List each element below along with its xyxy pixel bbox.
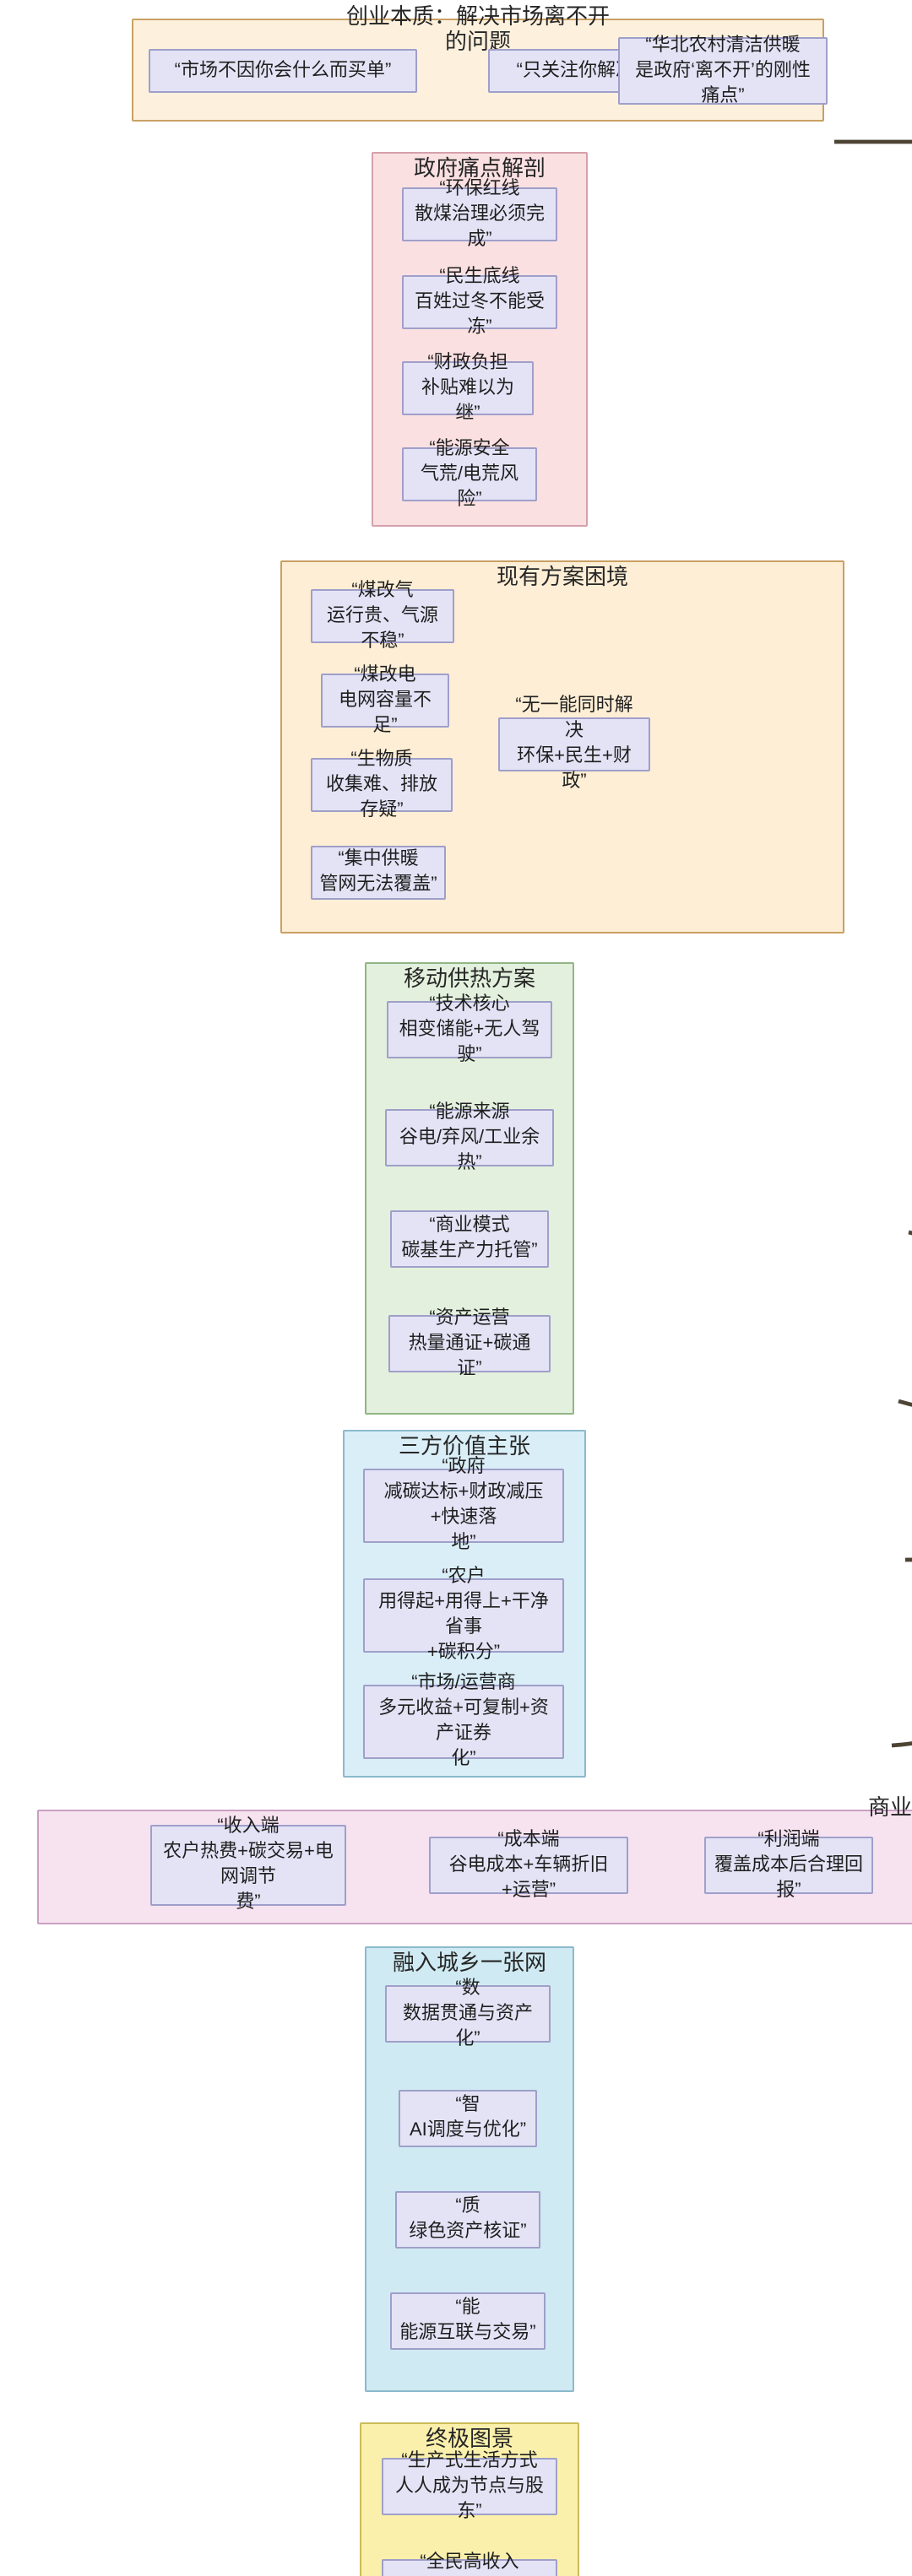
node-universal-high-income[interactable]: “全民高收入 资产性收入+劳动收入” — [382, 2552, 557, 2576]
cluster-title-urban-rural-network: 融入城乡一张网 — [392, 1950, 546, 1975]
edge-s3-bio-none — [904, 1557, 912, 1562]
cluster-title-mobile-heating-solution: 移动供热方案 — [403, 966, 535, 991]
edge-s3-dh-none — [891, 1740, 912, 1748]
node-biomass[interactable]: “生物质 收集难、排放存疑” — [311, 749, 453, 820]
node-coal-to-electric[interactable]: “煤改电 电网容量不足” — [321, 664, 449, 735]
node-env-redline[interactable]: “环保红线 散煤治理必须完成” — [402, 178, 557, 249]
edge-s3-gas-none — [908, 1230, 912, 1236]
node-energy-pillar[interactable]: “能 能源互联与交易” — [390, 2292, 546, 2350]
node-productive-lifestyle[interactable]: “生产式生活方式 人人成为节点与股东” — [382, 2450, 557, 2521]
node-profit-side[interactable]: “利润端 覆盖成本后合理回报” — [704, 1829, 873, 1900]
node-business-model[interactable]: “商业模式 碳基生产力托管” — [390, 1210, 549, 1268]
edge-s3-elec-none — [898, 1399, 912, 1407]
node-asset-operation[interactable]: “资产运营 热量通证+碳通证” — [388, 1307, 551, 1378]
node-cost-side[interactable]: “成本端 谷电成本+车辆折旧+运营” — [429, 1829, 628, 1900]
cluster-title-tripartite-value: 三方价值主张 — [398, 1433, 530, 1458]
node-quality-pillar[interactable]: “质 绿色资产核证” — [395, 2191, 540, 2249]
node-value-operator[interactable]: “市场/运营商 多元收益+可复制+资产证券 化” — [363, 1673, 564, 1769]
node-market-pays[interactable]: “市场不因你会什么而买单” — [149, 49, 417, 93]
node-coal-to-gas[interactable]: “煤改气 运行贵、气源不稳” — [311, 580, 454, 651]
node-north-china-pain[interactable]: “华北农村清洁供暖 是政府‘离不开’的刚性痛点” — [618, 35, 828, 106]
node-fiscal-burden[interactable]: “财政负担 补贴难以为继” — [402, 352, 534, 423]
cluster-title-business-loop: 商业闭环 — [867, 1794, 912, 1820]
node-revenue-side[interactable]: “收入端 农户热费+碳交易+电网调节 费” — [150, 1816, 346, 1913]
cluster-title-existing-solution-dilemma: 现有方案困境 — [496, 564, 628, 589]
node-livelihood-baseline[interactable]: “民生底线 百姓过冬不能受冻” — [402, 266, 557, 337]
node-district-heating[interactable]: “集中供暖 管网无法覆盖” — [311, 846, 446, 900]
node-none-solves-all[interactable]: “无一能同时解决 环保+民生+财政” — [498, 695, 650, 792]
node-intelligence-pillar[interactable]: “智 AI调度与优化” — [399, 2090, 537, 2147]
node-value-government[interactable]: “政府 减碳达标+财政减压+快速落 地” — [363, 1457, 564, 1553]
cluster-title-ultimate-vision: 终极图景 — [425, 2426, 513, 2451]
node-tech-core[interactable]: “技术核心 相变储能+无人驾驶” — [387, 993, 552, 1064]
node-energy-security[interactable]: “能源安全 气荒/电荒风险” — [402, 438, 537, 509]
cluster-title-government-pain: 政府痛点解剖 — [413, 155, 546, 181]
node-energy-source[interactable]: “能源来源 谷电/弃风/工业余热” — [385, 1101, 554, 1172]
node-data-pillar[interactable]: “数 数据贯通与资产化” — [385, 1978, 551, 2048]
node-value-farmer[interactable]: “农户 用得起+用得上+干净省事 +碳积分” — [363, 1567, 564, 1663]
